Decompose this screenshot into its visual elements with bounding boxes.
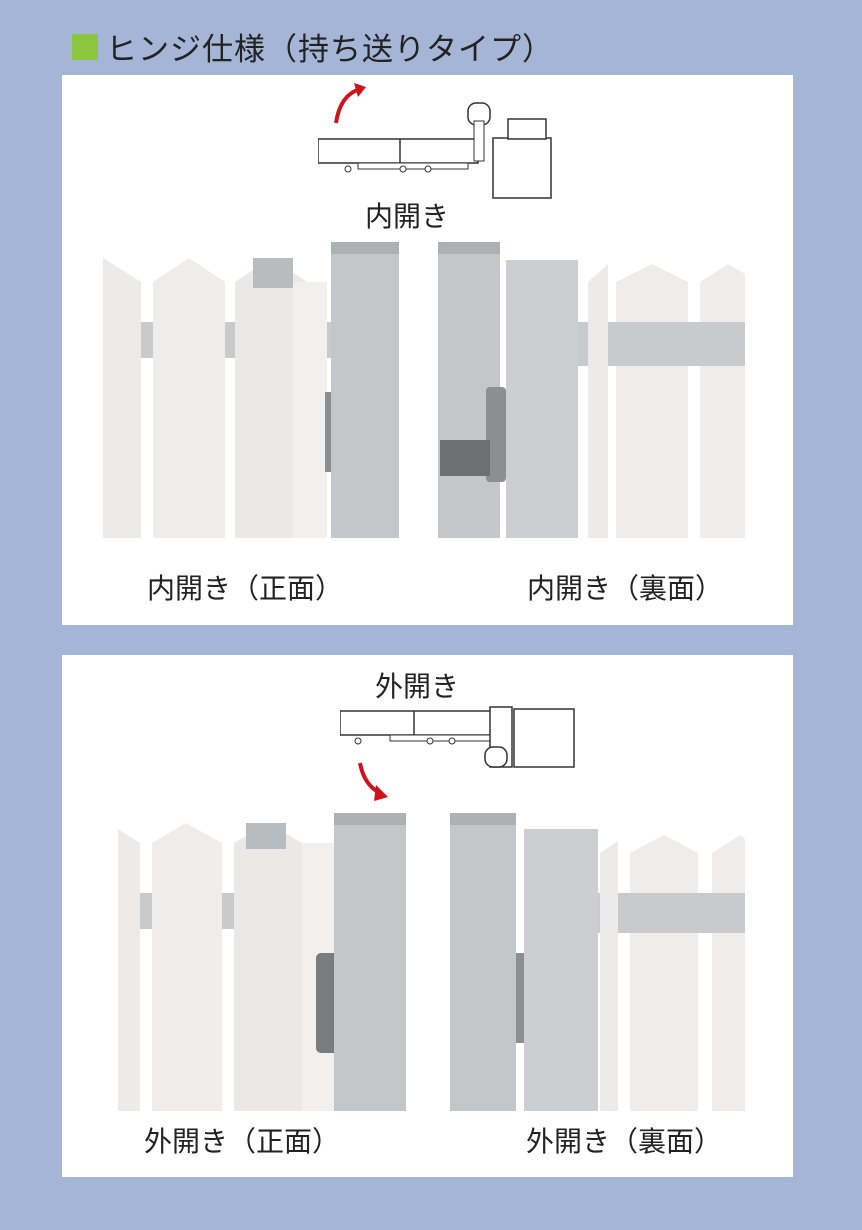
page-title: ヒンジ仕様（持ち送りタイプ） — [72, 24, 554, 69]
green-square-icon — [72, 33, 98, 60]
outward-diagram-label: 外開き — [374, 670, 459, 703]
outward-front-photo — [118, 813, 406, 1111]
title-text: ヒンジ仕様（持ち送りタイプ） — [106, 32, 554, 68]
inward-front-caption: 内開き（正面） — [146, 572, 343, 605]
inward-front-photo — [103, 242, 399, 538]
outward-front-caption: 外開き（正面） — [143, 1125, 340, 1158]
outward-back-photo — [450, 813, 745, 1111]
outward-panel: 外開き 外開き（正面） 外開き（裏面） — [62, 655, 793, 1177]
inward-back-photo — [438, 242, 745, 538]
inward-hinge-diagram — [318, 83, 552, 199]
inward-back-caption: 内開き（裏面） — [526, 572, 723, 605]
outward-hinge-diagram — [340, 706, 575, 801]
outward-back-caption: 外開き（裏面） — [525, 1125, 722, 1158]
inward-panel: 内開き 内開き（正面） 内開き（裏面） — [62, 75, 793, 625]
inward-diagram-label: 内開き — [364, 200, 449, 233]
